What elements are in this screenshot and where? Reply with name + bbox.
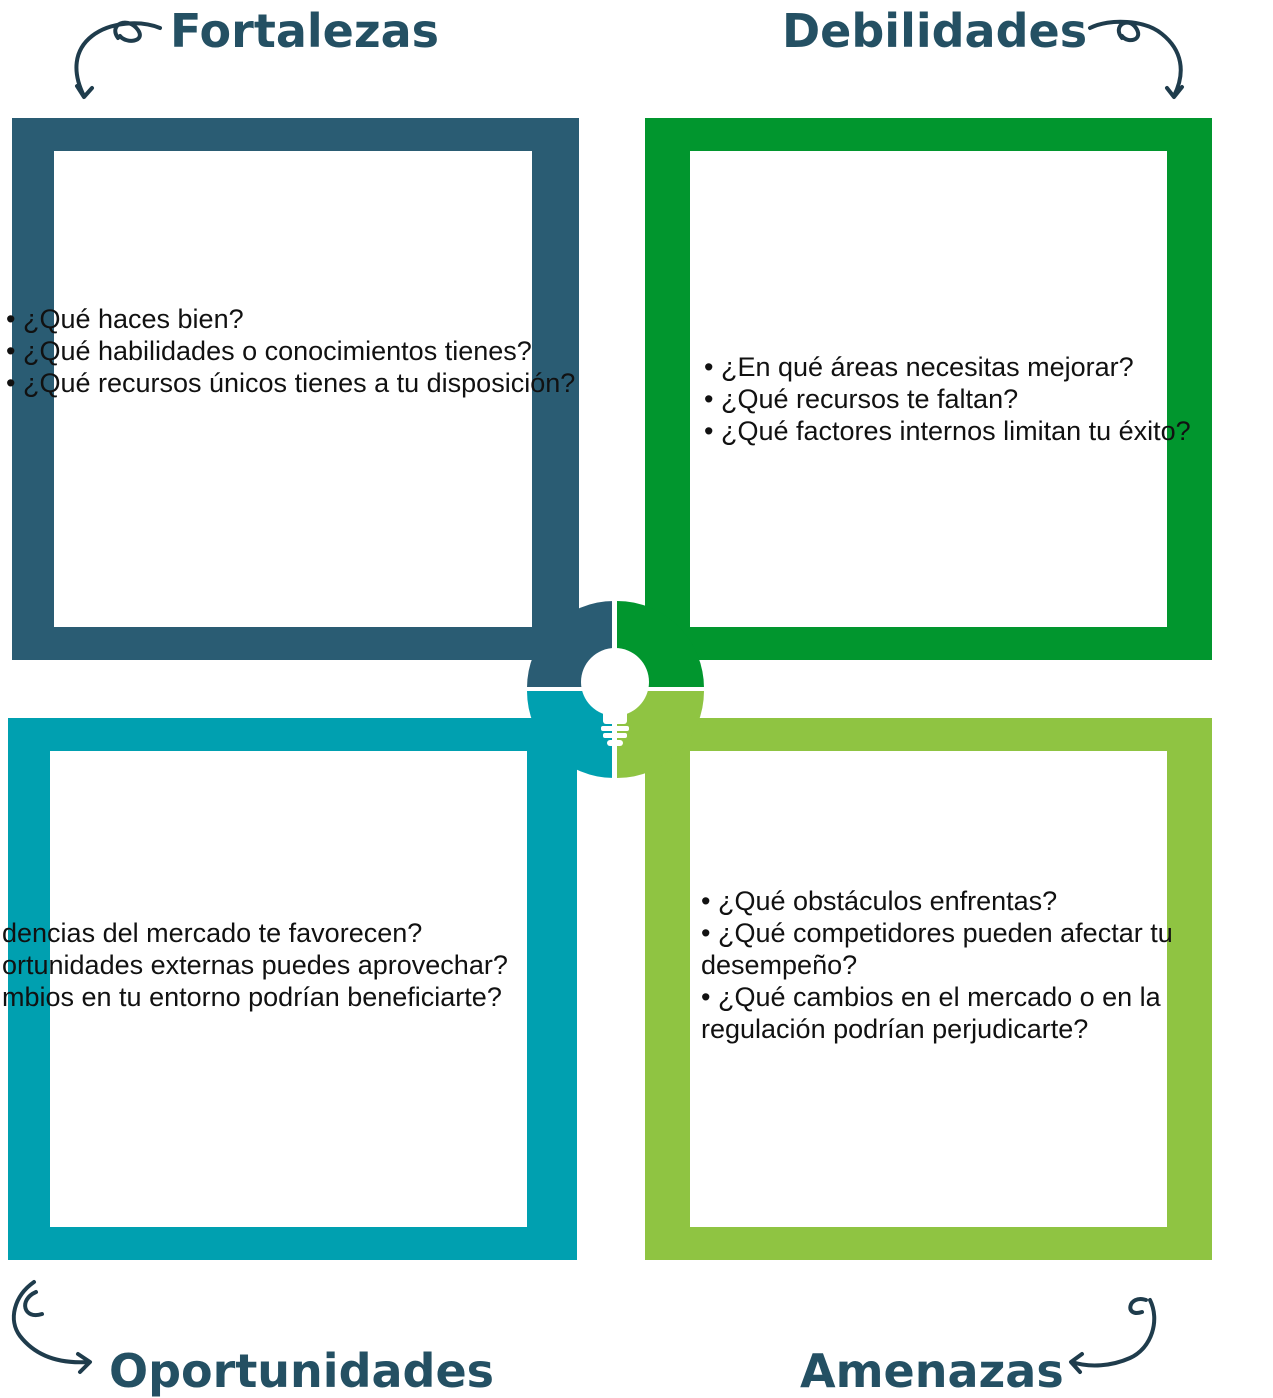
title-oportunidades: Oportunidades: [109, 1344, 495, 1398]
title-amenazas: Amenazas: [800, 1344, 1064, 1398]
list-fortalezas: • ¿Qué haces bien? • ¿Qué habilidades o …: [6, 303, 706, 399]
list-item: • ¿En qué áreas necesitas mejorar?: [704, 352, 1134, 382]
list-item: • ¿Qué recursos te faltan?: [704, 384, 1019, 414]
frame-amenazas: [645, 718, 1212, 1260]
arrow-debilidades-icon: [1088, 19, 1184, 99]
list-item: • ¿Qué cambios en el mercado o en la reg…: [701, 982, 1161, 1044]
arrow-oportunidades-icon: [11, 1280, 92, 1374]
frame-fortalezas: [12, 118, 579, 660]
title-debilidades: Debilidades: [782, 4, 1088, 58]
list-item: ortunidades externas puedes aprovechar?: [2, 950, 508, 980]
list-item: • ¿Qué competidores pueden afectar tu de…: [701, 918, 1173, 980]
list-item: • ¿Qué obstáculos enfrentas?: [701, 886, 1058, 916]
list-item: • ¿Qué factores internos limitan tu éxit…: [704, 416, 1191, 446]
list-amenazas: • ¿Qué obstáculos enfrentas? • ¿Qué comp…: [701, 885, 1261, 1045]
title-fortalezas: Fortalezas: [170, 4, 440, 58]
list-debilidades: • ¿En qué áreas necesitas mejorar? • ¿Qu…: [704, 351, 1204, 447]
list-oportunidades: dencias del mercado te favorecen? ortuni…: [2, 917, 642, 1013]
arrow-fortalezas-icon: [74, 20, 162, 99]
list-item: • ¿Qué haces bien?: [6, 304, 244, 334]
frame-debilidades: [645, 118, 1212, 660]
arrow-amenazas-icon: [1069, 1297, 1157, 1374]
list-item: mbios en tu entorno podrían beneficiarte…: [2, 982, 502, 1012]
list-item: • ¿Qué habilidades o conocimientos tiene…: [6, 336, 532, 366]
list-item: • ¿Qué recursos únicos tienes a tu dispo…: [6, 368, 576, 398]
list-item: dencias del mercado te favorecen?: [2, 918, 423, 948]
frame-oportunidades: [8, 718, 577, 1260]
